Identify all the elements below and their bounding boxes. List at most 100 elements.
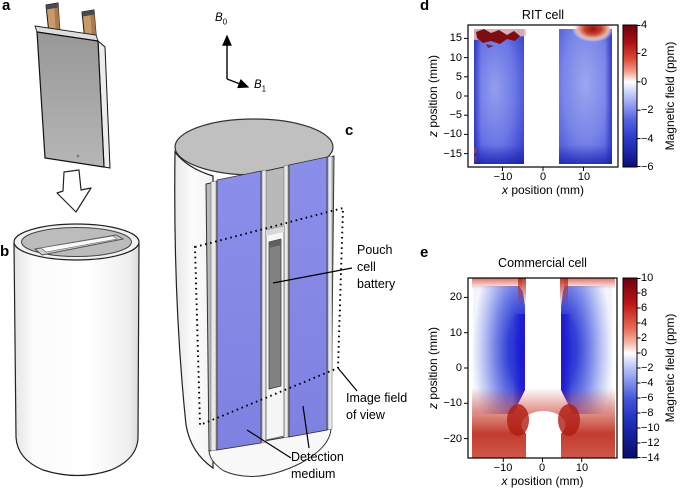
- insert-arrow: [56, 169, 92, 213]
- colorbar-tick-label: −10: [641, 422, 660, 434]
- y-tick-label: 5: [455, 71, 462, 83]
- b1-subscript: 1: [261, 84, 267, 94]
- wall-strip: [283, 164, 289, 439]
- x-tick-label: 10: [577, 171, 591, 183]
- y-axis-label-e: z position (mm): [426, 327, 440, 410]
- colorbar-tick-label: −6: [641, 161, 654, 173]
- y-tick-label: 15: [449, 32, 462, 44]
- colorbar-tick-label: −12: [641, 437, 660, 449]
- b1-symbol: B: [254, 79, 262, 91]
- rit-cell-heatmap: [464, 24, 641, 171]
- x-axis-label-e: x position (mm): [501, 474, 584, 488]
- fov-label-line1: Image field: [346, 391, 408, 405]
- colorbar-e: [622, 277, 638, 459]
- center-slot-shade: [266, 226, 284, 236]
- colorbar-tick-label: 4: [641, 19, 648, 31]
- heatmap-e-bottom-hotspot-right: [558, 404, 580, 436]
- panel-label-d: d: [420, 0, 430, 14]
- b-field-axes: [222, 34, 250, 89]
- x-axis-label-d: x position (mm): [501, 183, 584, 197]
- colorbar-tick-label: 2: [641, 332, 648, 344]
- panel-label-c: c: [345, 122, 354, 139]
- colorbar-tick-label: −4: [641, 377, 654, 389]
- pouch-label-line3: battery: [357, 277, 396, 291]
- axis-ticks-d: [464, 37, 584, 171]
- commercial-cell-heatmap: [464, 277, 641, 462]
- apparatus-diagram: [13, 2, 358, 477]
- colorbar-tick-label: −2: [641, 104, 654, 116]
- wall-strip: [261, 169, 267, 444]
- pouch-label-line2: cell: [357, 260, 376, 274]
- chart-title-e: Commercial cell: [498, 256, 587, 270]
- pouch-dot-detail: [76, 154, 80, 158]
- y-tick-label: −10: [443, 128, 462, 140]
- colorbar-ticks-d: [637, 25, 641, 167]
- y-tick-label: 10: [449, 327, 462, 339]
- panel-label-a: a: [2, 0, 11, 14]
- b1-label: B1: [254, 79, 266, 93]
- y-tick-label: −10: [443, 397, 462, 409]
- detection-leader-right: [302, 405, 310, 449]
- fov-label-line2: of view: [346, 408, 385, 422]
- cutaway-bottom-bowl: [208, 428, 332, 477]
- chart-title-d: RIT cell: [521, 8, 565, 22]
- detection-label-line1: Detection: [291, 450, 344, 464]
- y-tick-label: −15: [443, 148, 462, 160]
- colorbar-tick-label: 6: [641, 302, 648, 314]
- pouch-label-line1: Pouch: [357, 243, 393, 257]
- colorbar-d: [622, 24, 638, 168]
- y-axis-label-d: z position (mm): [426, 55, 440, 138]
- pouch-cell-top-edge: [269, 239, 281, 248]
- cutaway-cylinder: [174, 118, 335, 477]
- heatmap-d-dark-red-blob: [476, 29, 520, 44]
- x-tick-label: 0: [538, 462, 546, 474]
- detection-medium-left: [216, 170, 262, 451]
- fov-leader: [337, 367, 358, 392]
- pouch-front-face: [36, 31, 105, 168]
- heatmap-e-field-map: [468, 278, 617, 458]
- b0-label: B0: [215, 12, 227, 26]
- b1-arrow: [226, 78, 250, 89]
- heatmap-d-field-map: [468, 25, 618, 167]
- cap-slot-inner: [40, 235, 118, 253]
- y-tick-label: 10: [449, 52, 462, 64]
- wall-strip: [327, 155, 333, 431]
- panel-label-b: b: [0, 243, 10, 260]
- panel-label-e: e: [420, 244, 429, 261]
- x-tick-label: −10: [493, 462, 513, 474]
- y-tick-label: −5: [449, 109, 462, 121]
- colorbar-tick-label: −8: [641, 407, 654, 419]
- cutaway-left-shell: [174, 150, 214, 470]
- container-cylinder: [13, 223, 140, 477]
- colorbar-label-e: Magnetic field (ppm): [663, 313, 677, 423]
- cylinder-body: [13, 242, 140, 477]
- leader-lines: [246, 267, 358, 459]
- colorbar-label-d: Magnetic field (ppm): [663, 41, 677, 151]
- colorbar-tick-label: −4: [641, 133, 654, 145]
- x-tick-label: −10: [493, 171, 513, 183]
- colorbar-tick-label: 10: [641, 272, 654, 284]
- heatmap-d-right-column: [559, 29, 612, 164]
- colorbar-tick-label: 8: [641, 287, 648, 299]
- y-tick-label: 20: [449, 291, 462, 303]
- x-tick-label: 0: [539, 171, 547, 183]
- colorbar-tick-label: 0: [641, 347, 648, 359]
- axis-ticks-e: [464, 296, 583, 462]
- heatmap-e-bottom-hotspot-left: [507, 404, 529, 436]
- heatmap-d-left-column: [474, 29, 524, 164]
- colorbar-tick-label: 2: [641, 47, 648, 59]
- y-tick-label: 0: [455, 362, 462, 374]
- colorbar-tick-label: −6: [641, 392, 654, 404]
- colorbar-tick-label: −14: [641, 452, 660, 464]
- y-tick-label: 0: [455, 90, 462, 102]
- pouch-cell-in-slot: [268, 238, 282, 390]
- wall-strip: [210, 180, 217, 452]
- pouch-cell-illustration: [34, 2, 111, 169]
- b0-subscript: 0: [222, 17, 228, 27]
- colorbar-tick-label: −2: [641, 362, 654, 374]
- heatmap-d-topright-red-blob: [572, 25, 614, 42]
- b0-symbol: B: [215, 12, 223, 24]
- detection-label-line2: medium: [291, 467, 336, 481]
- pouch-leader: [272, 267, 353, 284]
